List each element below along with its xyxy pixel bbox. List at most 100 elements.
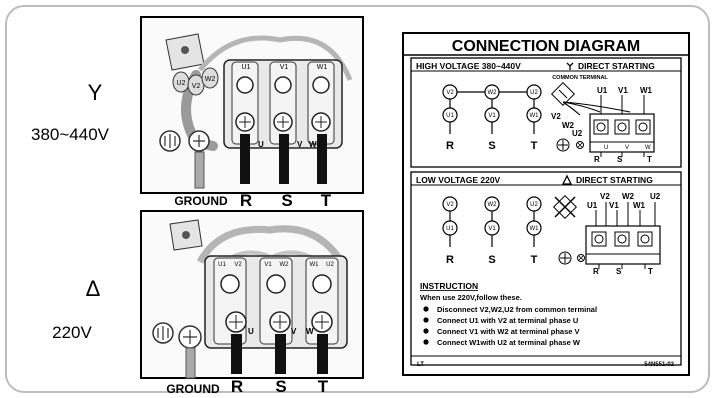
svg-text:U1: U1 [446,226,454,232]
svg-text:W2: W2 [205,76,216,83]
star-line-r: R [240,191,252,210]
instruction-block: INSTRUCTION When use 220V,follow these. … [420,281,597,347]
svg-text:W2: W2 [280,262,290,268]
low-start-label: DIRECT STARTING [576,175,653,185]
star-terminal-box: U2 V2 W2 U1 V1 W1 [140,16,364,194]
low-voltage-section [410,171,682,366]
instruction-item: Connect U1 with V2 at terminal phase U [437,316,578,325]
svg-text:W1: W1 [633,201,646,210]
svg-text:U2: U2 [572,129,583,138]
star-line-s: S [281,191,292,210]
instruction-item: Disconnect V2,W2,U2 from common terminal [437,305,597,314]
svg-text:U: U [604,145,608,151]
svg-text:V: V [625,145,629,151]
footer-left: LT [417,362,424,368]
svg-text:W: W [645,145,651,151]
delta-ground-label: GROUND [166,382,220,396]
star-jumper-lugs: U2 V2 W2 [172,67,219,96]
svg-text:V2: V2 [600,192,610,201]
star-terminal-posts [231,61,335,145]
high-voltage-section [410,57,682,168]
svg-text:U: U [248,327,254,336]
svg-text:W2: W2 [622,192,635,201]
svg-text:T: T [647,155,652,164]
svg-text:S: S [617,155,623,164]
connection-label-plate: CONNECTION DIAGRAM HIGH VOLTAGE 380~440V… [402,32,690,376]
svg-text:U1: U1 [218,262,226,268]
delta-plate-screw [182,231,190,239]
svg-text:U1: U1 [242,64,251,71]
delta-line-t: T [318,377,329,396]
svg-text:W1: W1 [310,262,320,268]
svg-text:W: W [306,327,314,336]
svg-text:U2: U2 [177,80,186,87]
high-voltage-header: HIGH VOLTAGE 380~440V [416,61,521,71]
svg-text:U1: U1 [446,113,454,119]
svg-text:U: U [258,140,264,149]
label-title: CONNECTION DIAGRAM [452,38,640,55]
low-block-drawing: V2 W2 U2 U1 V1 W1 R S T [552,192,661,276]
high-block-drawing: V2 W2 U2 U1 V1 W1 U V W [550,81,655,164]
svg-text:V1: V1 [488,113,496,119]
svg-text:U2: U2 [650,192,661,201]
svg-text:U1: U1 [597,86,608,95]
delta-terminal-posts [213,257,339,345]
delta-mini-icon [561,174,573,185]
svg-text:W1: W1 [530,113,540,119]
svg-text:V2: V2 [446,202,454,208]
svg-text:V1: V1 [280,64,289,71]
svg-text:U2: U2 [326,262,334,268]
star-supply-leads: U V W [240,134,327,184]
low-voltage-label: 220V [52,323,92,342]
top-wires [198,35,353,81]
svg-text:W1: W1 [317,64,328,71]
svg-text:T: T [648,267,653,276]
svg-text:R: R [446,140,454,152]
star-symbol: Y [88,80,103,105]
svg-text:R: R [594,155,600,164]
svg-text:S: S [488,140,495,152]
instruction-intro: When use 220V,follow these. [420,293,522,302]
svg-text:V1: V1 [488,226,496,232]
high-schematic: V2 W2 U2 U1 V1 W1 R S T [442,84,542,152]
instruction-item: Connect V1 with W2 at terminal phase V [437,327,580,336]
delta-top-wires [196,225,349,270]
svg-text:V2: V2 [551,112,561,121]
svg-text:R: R [446,254,454,266]
delta-symbol: Δ [86,276,101,301]
delta-ground-terminal [152,322,202,379]
svg-text:W: W [309,140,317,149]
svg-text:V2: V2 [192,83,201,90]
svg-text:S: S [616,267,622,276]
instruction-item: Connect W1with U2 at terminal phase W [437,338,581,347]
svg-text:V1: V1 [264,262,272,268]
svg-text:V1: V1 [609,201,619,210]
svg-text:U2: U2 [530,202,538,208]
high-start-label: DIRECT STARTING [578,61,655,71]
star-ground-label: GROUND [174,194,228,208]
delta-terminal-box: U1 V2 V1 W2 W1 U2 U V W [140,210,364,379]
delta-terminal-labels: U1 V2 V1 W2 W1 U2 [218,262,334,268]
svg-text:W1: W1 [640,86,653,95]
svg-text:U1: U1 [587,201,598,210]
star-mini-icon [566,62,574,70]
svg-text:W2: W2 [562,121,575,130]
svg-text:V2: V2 [234,262,242,268]
svg-text:R: R [593,267,599,276]
star-line-t: T [321,191,332,210]
footer-part-number: 54N551-02 [644,362,674,368]
svg-text:T: T [531,140,538,152]
svg-text:W2: W2 [488,202,498,208]
svg-text:W2: W2 [488,90,498,96]
star-ground-terminal [159,130,210,189]
low-voltage-header: LOW VOLTAGE 220V [416,175,501,185]
svg-text:V: V [291,327,297,336]
plate-screw [181,46,189,54]
high-voltage-label: 380~440V [31,125,110,144]
svg-text:W1: W1 [530,226,540,232]
delta-line-s: S [275,377,286,396]
delta-supply-leads: U V W [231,327,328,374]
instruction-title: INSTRUCTION [420,281,478,291]
